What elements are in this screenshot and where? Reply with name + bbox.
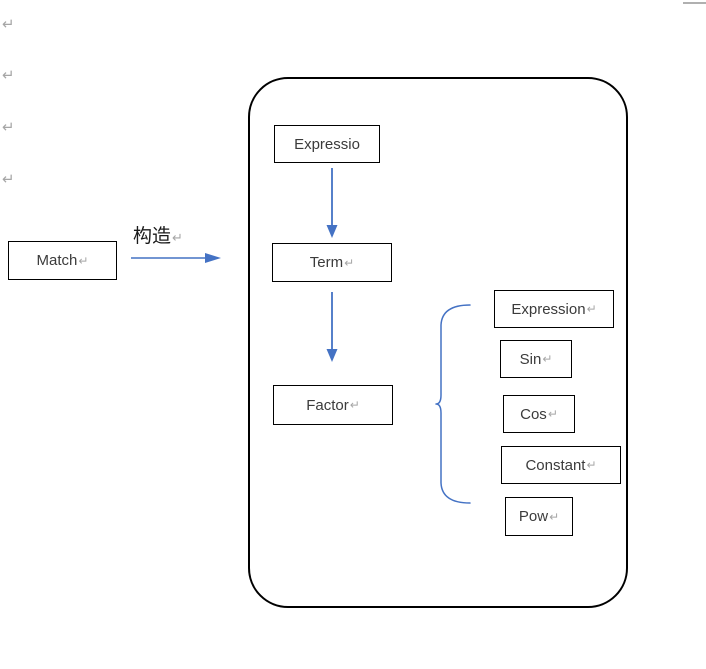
match-node-label: Match: [36, 252, 78, 269]
alternative-node-alt-cos[interactable]: Cos↵: [503, 395, 575, 433]
parser-grouping-container: [248, 77, 628, 608]
page-edge-line: [683, 2, 706, 4]
paragraph-mark-icon: ↵: [172, 231, 183, 246]
flow-arrow-expression-to-term-icon: [326, 168, 338, 238]
flow-node-term-label: Term: [309, 254, 344, 271]
paragraph-mark-icon: ↵: [344, 255, 355, 270]
alternative-node-alt-constant-label: Constant: [525, 456, 586, 474]
alternative-node-alt-constant[interactable]: Constant↵: [501, 446, 621, 484]
alternative-node-alt-expression-label: Expression: [511, 300, 586, 318]
alternative-node-alt-sin[interactable]: Sin↵: [500, 340, 572, 378]
alternative-node-alt-expression[interactable]: Expression↵: [494, 290, 614, 328]
match-node[interactable]: Match↵: [8, 241, 117, 280]
paragraph-mark-icon: ↵: [349, 398, 360, 412]
flow-node-factor[interactable]: Factor↵: [273, 385, 393, 425]
margin-pilcrow-4: ↵: [2, 170, 15, 188]
paragraph-mark-icon: ↵: [78, 253, 89, 268]
paragraph-mark-icon: ↵: [586, 458, 597, 472]
paragraph-mark-icon: ↵: [549, 509, 560, 524]
transition-arrow-icon: [131, 253, 221, 263]
factor-alternatives-brace-icon: [435, 304, 471, 504]
margin-pilcrow-2: ↵: [2, 66, 15, 84]
transition-caption: 构造↵: [133, 221, 183, 248]
paragraph-mark-icon: ↵: [547, 407, 558, 421]
alternative-node-alt-sin-label: Sin: [519, 350, 542, 368]
transition-caption-text: 构造: [133, 225, 172, 247]
flow-arrow-term-to-factor-icon: [326, 292, 338, 362]
alternative-node-alt-pow-label: Pow: [518, 508, 549, 525]
flow-node-expression[interactable]: Expressio: [274, 125, 380, 163]
margin-pilcrow-1: ↵: [2, 15, 15, 33]
paragraph-mark-icon: ↵: [542, 352, 553, 366]
alternative-node-alt-cos-label: Cos: [520, 405, 547, 423]
flow-node-term[interactable]: Term↵: [272, 243, 392, 282]
margin-pilcrow-3: ↵: [2, 118, 15, 136]
alternative-node-alt-pow[interactable]: Pow↵: [505, 497, 573, 536]
paragraph-mark-icon: ↵: [586, 302, 597, 316]
flow-node-expression-label: Expressio: [294, 135, 360, 153]
flow-node-factor-label: Factor: [306, 396, 349, 414]
